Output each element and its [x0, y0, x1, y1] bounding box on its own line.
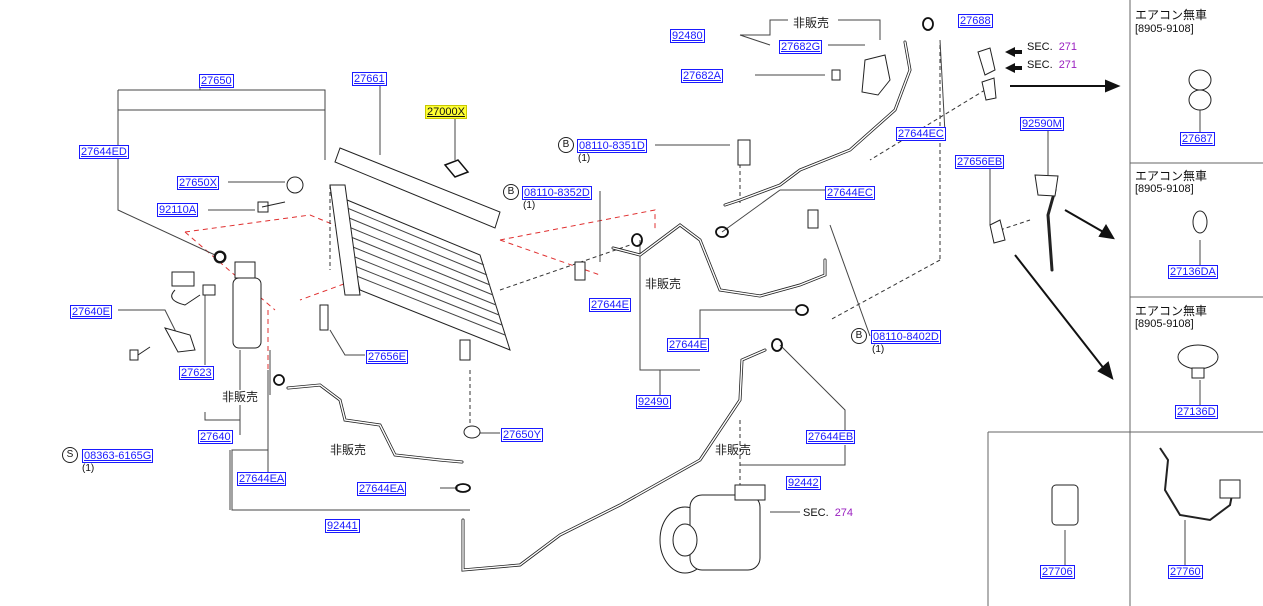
section-number: 271 [1058, 41, 1078, 53]
part-27644ec-1[interactable]: 27644EC [896, 127, 946, 141]
part-92441[interactable]: 92441 [325, 519, 360, 533]
part-27682a[interactable]: 27682A [681, 69, 723, 83]
compressor-graphic [659, 484, 766, 574]
part-27644e-1[interactable]: 27644E [589, 298, 631, 312]
direction-arrows [1010, 79, 1121, 380]
part-27656e[interactable]: 27656E [366, 350, 408, 364]
hose-lines-inner [287, 41, 911, 571]
section-ref-271-b[interactable]: SEC. 271 [1027, 59, 1077, 71]
section-label: SEC. [1027, 41, 1053, 53]
part-27682g[interactable]: 27682G [779, 40, 823, 54]
section-label: SEC. [803, 507, 829, 519]
section-number: 271 [1058, 59, 1078, 71]
part-27000x[interactable]: 27000X [425, 105, 467, 119]
bolt-prefix-b2: B [503, 184, 519, 200]
bolt-prefix-b3: B [851, 328, 867, 344]
not-for-sale-label: 非販売 [645, 277, 682, 291]
not-for-sale-label: 非販売 [715, 443, 752, 457]
part-27644eb[interactable]: 27644EB [806, 430, 856, 444]
panel3-title: エアコン無車 [1135, 304, 1208, 318]
leader-lines [117, 19, 1201, 565]
section-ref-274[interactable]: SEC. 274 [803, 507, 853, 519]
bolt-qty-b3: (1) [872, 344, 885, 355]
bolt-prefix-b1: B [558, 137, 574, 153]
panel-borders [987, 0, 1263, 606]
part-27640e[interactable]: 27640E [70, 305, 112, 319]
part-27644ed[interactable]: 27644ED [79, 145, 129, 159]
part-92442[interactable]: 92442 [786, 476, 821, 490]
bolt-part-08110-8351d[interactable]: 08110-8351D [577, 139, 647, 153]
part-27688[interactable]: 27688 [958, 14, 993, 28]
bolt-qty-b2: (1) [523, 200, 536, 211]
part-27650y[interactable]: 27650Y [501, 428, 543, 442]
part-27644ea-1[interactable]: 27644EA [237, 472, 287, 486]
bolt-qty-b1: (1) [578, 153, 591, 164]
panel1-title: エアコン無車 [1135, 8, 1208, 22]
panel1-range: [8905-9108] [1135, 23, 1194, 35]
o-rings [214, 17, 934, 493]
part-27644e-2[interactable]: 27644E [667, 338, 709, 352]
part-92110a[interactable]: 92110A [157, 203, 199, 217]
part-27136d[interactable]: 27136D [1175, 405, 1218, 419]
part-27760[interactable]: 27760 [1168, 565, 1203, 579]
not-for-sale-label: 非販売 [330, 443, 367, 457]
part-27650[interactable]: 27650 [199, 74, 234, 88]
condenser-graphic [329, 147, 511, 361]
part-27656eb[interactable]: 27656EB [955, 155, 1005, 169]
part-27623[interactable]: 27623 [179, 366, 214, 380]
bolt-part-08110-8352d[interactable]: 08110-8352D [522, 186, 592, 200]
panel3-range: [8905-9108] [1135, 318, 1194, 330]
panel-parts [1051, 69, 1241, 526]
receiver-drier-graphic [129, 250, 262, 361]
bracket-graphics [574, 47, 1059, 281]
bolt-part-08363-6165g[interactable]: 08363-6165G [82, 449, 154, 463]
bolt-qty-s1: (1) [82, 463, 95, 474]
panel2-title: エアコン無車 [1135, 169, 1208, 183]
part-27661[interactable]: 27661 [352, 72, 387, 86]
not-for-sale-label: 非販売 [793, 16, 830, 30]
part-92590m[interactable]: 92590M [1020, 117, 1064, 131]
panel2-range: [8905-9108] [1135, 183, 1194, 195]
small-parts-left [257, 176, 481, 439]
not-for-sale-label: 非販売 [222, 390, 259, 404]
part-92480[interactable]: 92480 [670, 29, 705, 43]
section-ref-271-a[interactable]: SEC. 271 [1027, 41, 1077, 53]
bolt-part-08110-8402d[interactable]: 08110-8402D [871, 330, 941, 344]
part-27644ec-2[interactable]: 27644EC [825, 186, 875, 200]
section-label: SEC. [1027, 59, 1053, 71]
part-27136da[interactable]: 27136DA [1168, 265, 1218, 279]
part-27640[interactable]: 27640 [198, 430, 233, 444]
part-27650x[interactable]: 27650X [177, 176, 219, 190]
bolt-prefix-s1: S [62, 447, 78, 463]
section-number: 274 [834, 507, 854, 519]
sec-arrows [1005, 47, 1022, 73]
part-27706[interactable]: 27706 [1040, 565, 1075, 579]
part-92490[interactable]: 92490 [636, 395, 671, 409]
part-27687[interactable]: 27687 [1180, 132, 1215, 146]
gasket-27000x [443, 159, 470, 178]
part-27644ea-2[interactable]: 27644EA [357, 482, 407, 496]
